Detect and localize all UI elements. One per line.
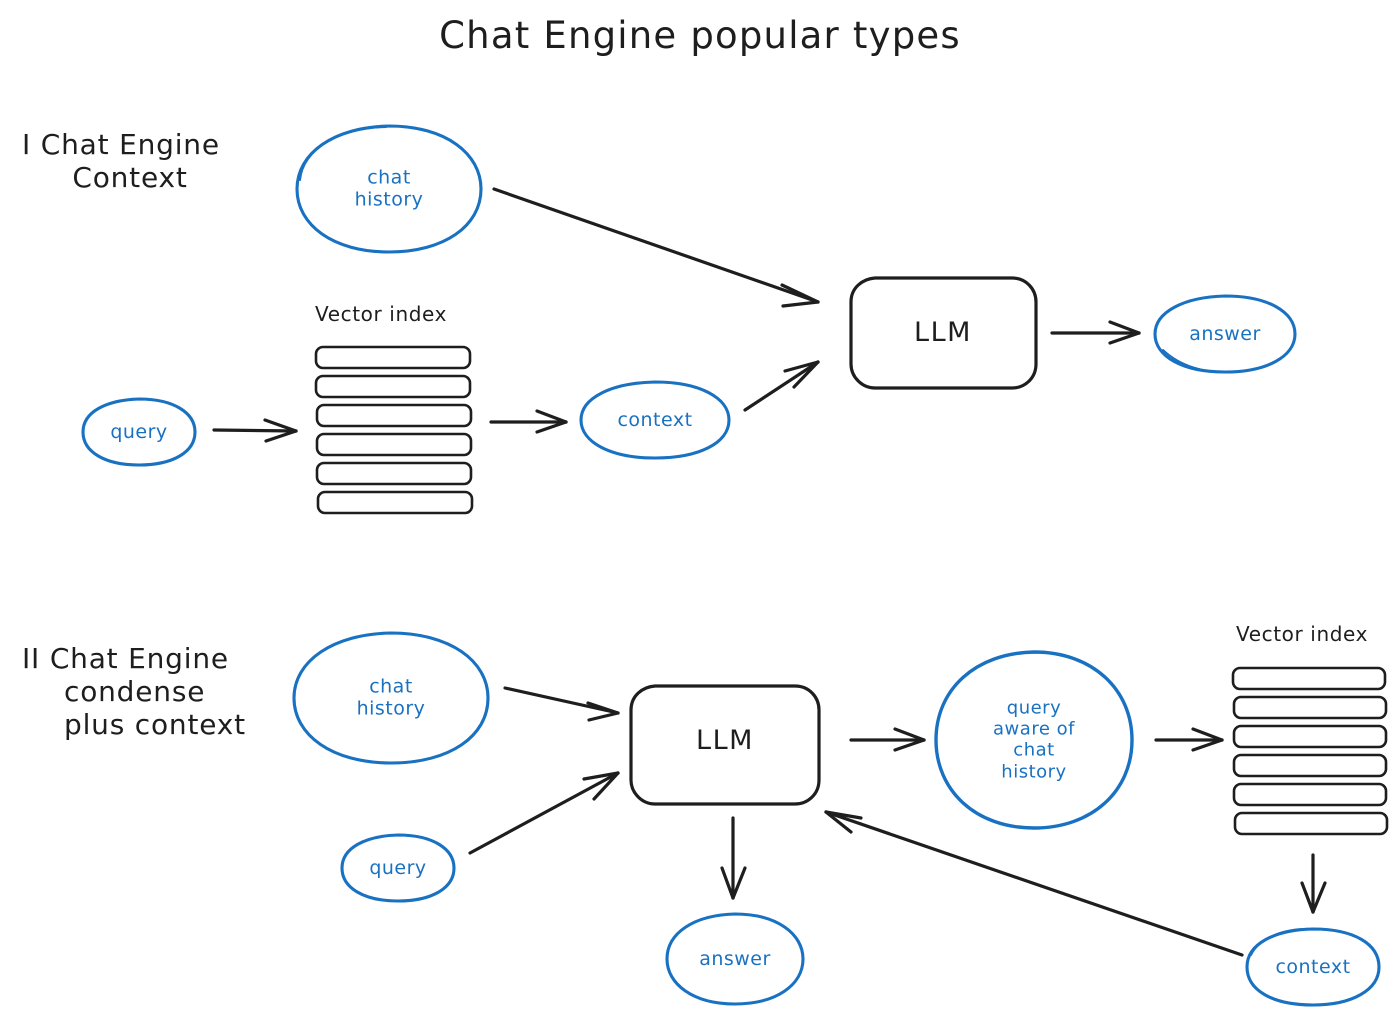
node-context-2[interactable]: [1245, 927, 1381, 1007]
section-label-2-line-3: plus context: [64, 708, 246, 742]
node-chat-history-2[interactable]: [292, 631, 490, 765]
node-chat-history-1-label: chat history: [354, 166, 424, 211]
arrow-chat-history-to-llm-1: [492, 187, 820, 308]
arrow-llm-to-answer-1: [1050, 320, 1141, 345]
vector-index-caption-1: Vector index: [315, 302, 448, 326]
section-label-1-line-2: Context: [72, 161, 188, 195]
arrow-vector-index-to-context-1: [489, 409, 568, 434]
section-label-1: I Chat Engine Context: [22, 128, 272, 194]
arrow-context-to-llm-2: [824, 810, 1244, 957]
node-context-1[interactable]: [579, 380, 731, 460]
node-context-1-label: context: [617, 408, 693, 431]
node-llm-1-label: LLM: [914, 317, 972, 349]
node-context-2-label: context: [1275, 955, 1351, 978]
arrow-query-to-llm-2: [468, 771, 620, 855]
node-answer-2-label: answer: [699, 947, 771, 970]
arrow-llm-to-answer-2: [720, 816, 747, 900]
node-query-2-label: query: [369, 856, 427, 879]
node-query-aware-of-chat-history[interactable]: [934, 650, 1134, 830]
node-query-1-label: query: [110, 420, 168, 443]
node-chat-history-1[interactable]: [295, 124, 483, 254]
node-chat-history-2-label: chat history: [356, 675, 426, 720]
node-answer-2[interactable]: [665, 912, 805, 1006]
vector-index-stack-2: [1231, 666, 1389, 836]
section-label-1-line-1: I Chat Engine: [22, 128, 220, 161]
node-answer-1[interactable]: [1153, 294, 1297, 374]
node-llm-1[interactable]: [849, 276, 1038, 390]
section-label-2-line-1: II Chat Engine: [22, 642, 229, 675]
node-query-aware-label: query aware of chat history: [993, 697, 1075, 783]
page-title: Chat Engine popular types: [439, 14, 961, 57]
section-label-2: II Chat Engine condense plus context: [22, 642, 282, 741]
arrow-llm-to-query-aware-2: [849, 727, 926, 752]
node-query-1[interactable]: [81, 397, 197, 467]
arrow-query-to-vector-index-1: [212, 418, 298, 443]
section-label-2-line-2: condense: [64, 675, 206, 709]
vector-index-caption-2: Vector index: [1236, 622, 1369, 646]
node-query-2[interactable]: [340, 833, 456, 903]
arrow-query-aware-to-vector-index-2: [1154, 727, 1224, 752]
node-llm-2[interactable]: [629, 684, 821, 806]
arrow-chat-history-to-llm-2: [503, 686, 620, 722]
arrow-vector-index-to-context-2: [1300, 853, 1327, 914]
node-answer-1-label: answer: [1189, 322, 1261, 345]
arrow-context-to-llm-1: [743, 360, 820, 412]
node-llm-2-label: LLM: [696, 725, 754, 757]
vector-index-stack-1: [314, 345, 474, 515]
